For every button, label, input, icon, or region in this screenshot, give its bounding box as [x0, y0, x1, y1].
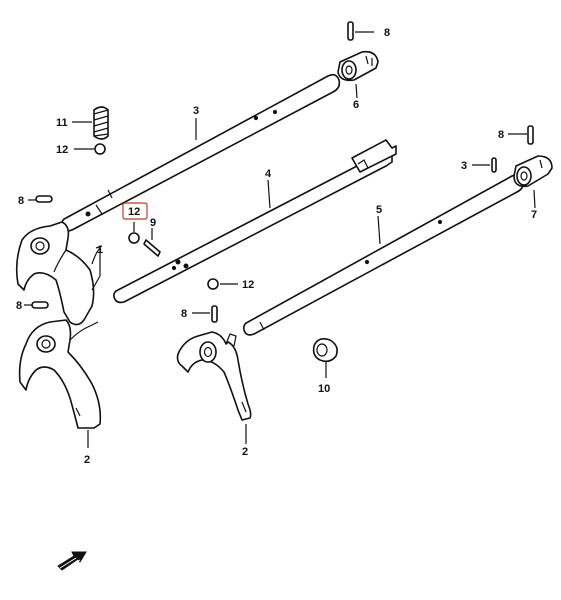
callout-7: 7	[531, 209, 537, 221]
callout-3-upper: 3	[193, 105, 199, 117]
shift-fork-1	[15, 221, 103, 326]
leader-7	[533, 189, 536, 209]
callout-6: 6	[353, 99, 359, 111]
front-arrow-icon	[57, 551, 87, 571]
pin-8-lower-left	[24, 301, 49, 309]
shift-fork-2-left	[18, 319, 102, 448]
callout-highlight-box	[122, 202, 148, 220]
callout-2-mid: 2	[242, 446, 248, 458]
callout-12-highlight: 12	[128, 206, 140, 218]
spring-11	[72, 106, 109, 140]
shift-shaft-5	[243, 173, 525, 336]
shift-shaft-4	[113, 139, 397, 304]
ball-12-mid	[207, 278, 238, 290]
pin-8-top	[347, 21, 374, 41]
callout-12-left: 12	[56, 144, 68, 156]
callout-1: 1	[97, 244, 103, 256]
leader-4	[267, 179, 271, 209]
pin-9	[143, 228, 161, 257]
ball-12-highlight	[128, 222, 140, 244]
pin-8-right	[508, 125, 534, 145]
callout-10: 10	[318, 383, 330, 395]
callout-9: 9	[150, 217, 156, 229]
pin-8-mid	[192, 305, 218, 323]
plug-10	[312, 338, 338, 378]
shift-fork-2-mid	[176, 331, 252, 444]
callout-4: 4	[265, 168, 272, 180]
callout-11: 11	[56, 117, 68, 129]
leader-5	[377, 215, 381, 245]
callout-12-mid: 12	[242, 279, 254, 291]
collar-7	[513, 155, 553, 188]
leader-6	[355, 83, 358, 99]
callout-2-left: 2	[84, 454, 90, 466]
callout-8-lower-left: 8	[16, 300, 22, 312]
callout-8-right: 8	[498, 129, 504, 141]
callout-3-right: 3	[461, 160, 467, 172]
pin-3-right	[472, 157, 497, 173]
callout-8-mid: 8	[181, 308, 187, 320]
callout-8-left: 8	[18, 195, 24, 207]
callout-8-top: 8	[384, 27, 390, 39]
pin-8-left	[28, 195, 53, 203]
collar-6	[337, 50, 379, 82]
ball-12-left	[74, 143, 106, 155]
callout-5: 5	[376, 204, 382, 216]
